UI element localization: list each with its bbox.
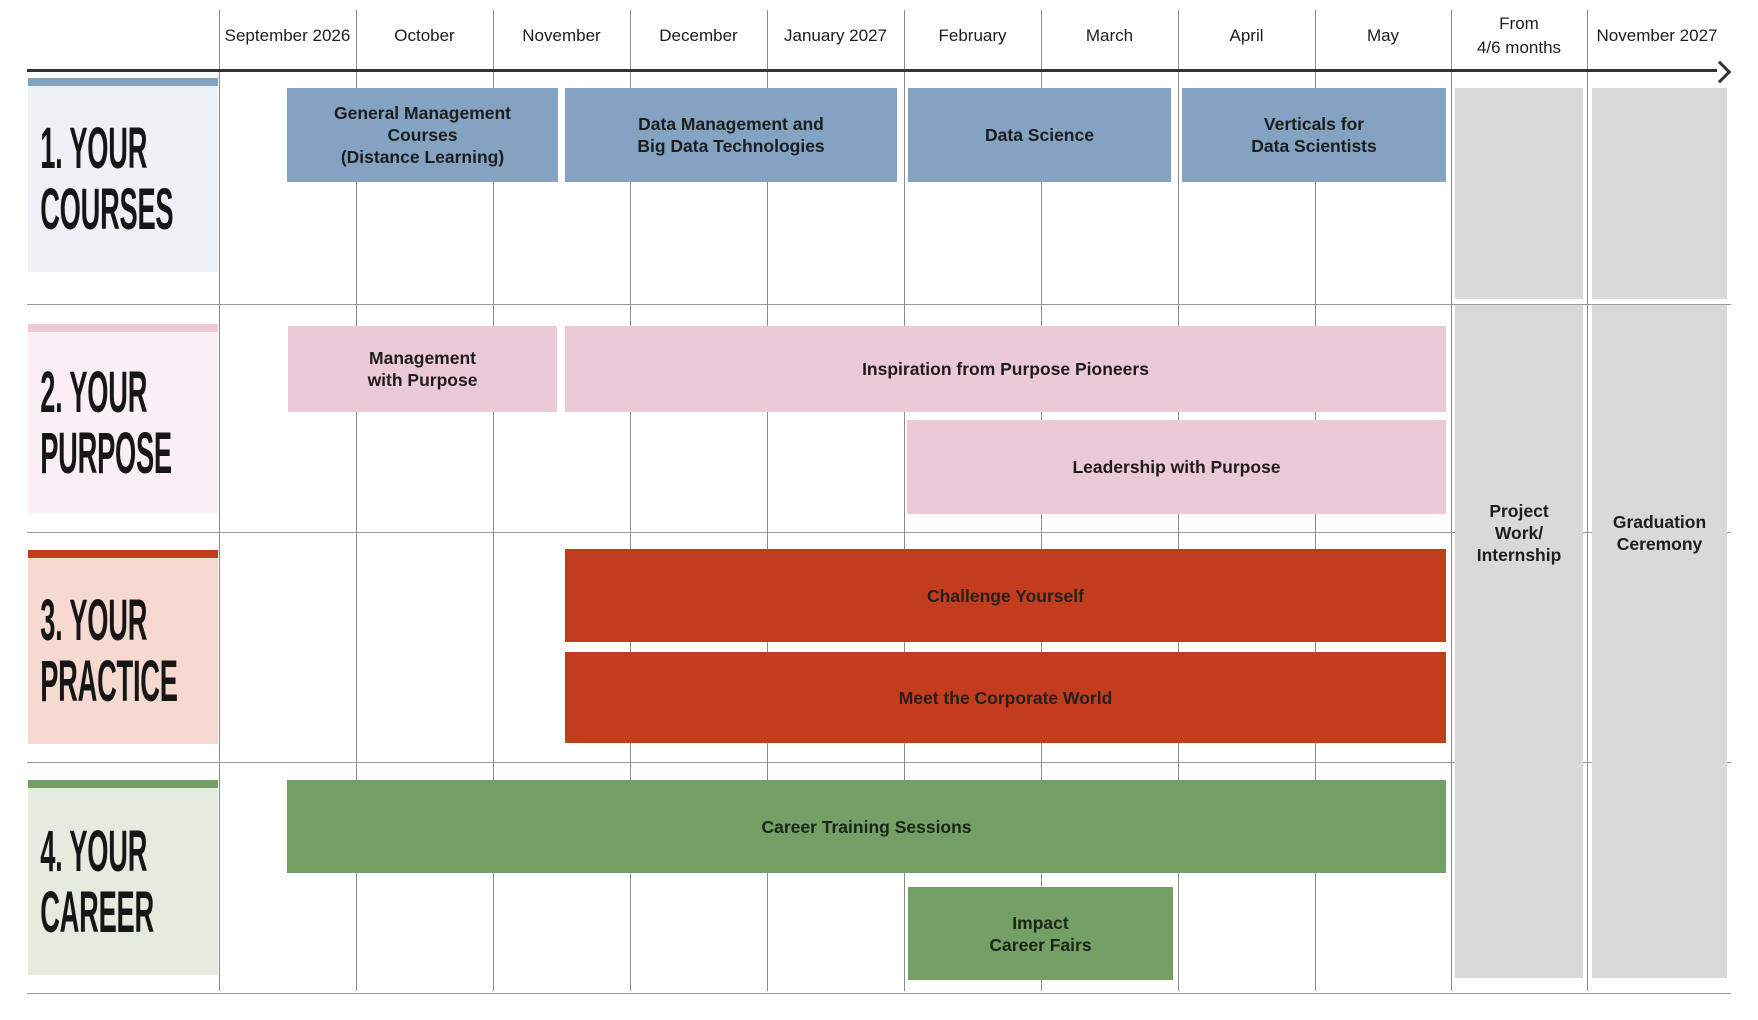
- row-label-practice: 3. YOUR PRACTICE: [28, 558, 218, 744]
- row-label-purpose: 2. YOUR PURPOSE: [28, 332, 218, 513]
- timeline-axis: [27, 69, 1717, 72]
- row-practice-strip: [28, 550, 218, 558]
- bar-data-management-big-data: Data Management and Big Data Technologie…: [565, 88, 897, 182]
- row-divider-line: [27, 532, 1731, 533]
- project-work-internship-label: Project Work/ Internship: [1476, 501, 1562, 565]
- bar-general-management-courses: General Management Courses (Distance Lea…: [287, 88, 558, 182]
- grid-line-november: [493, 10, 494, 991]
- row-career-strip: [28, 780, 218, 788]
- row-practice-title: 3. YOUR PRACTICE: [40, 588, 178, 714]
- month-label-april: April: [1229, 26, 1264, 45]
- row-purpose-strip: [28, 324, 218, 332]
- month-label-march: March: [1085, 26, 1134, 45]
- graduation-column-segment: [1592, 88, 1727, 299]
- row-courses-title: 1. YOUR COURSES: [40, 116, 174, 242]
- month-label-january: January 2027: [783, 26, 888, 45]
- bar-meet-the-corporate-world: Meet the Corporate World: [565, 652, 1446, 743]
- bar-challenge-yourself: Challenge Yourself: [565, 549, 1446, 642]
- month-label-september: September 2026: [224, 26, 351, 45]
- grid-line-december: [630, 10, 631, 991]
- project-work-column-segment: [1455, 88, 1583, 299]
- bar-leadership-with-purpose: Leadership with Purpose: [907, 420, 1446, 514]
- grid-line-september: [219, 10, 220, 991]
- month-label-november: November: [522, 26, 601, 45]
- month-label-december: December: [659, 26, 738, 45]
- grid-line-graduation: [1587, 10, 1588, 991]
- row-career-title: 4. YOUR CAREER: [40, 818, 154, 945]
- bar-career-training-sessions: Career Training Sessions: [287, 780, 1446, 873]
- grid-line-project-phase: [1451, 10, 1452, 991]
- project-work-column-segment: [1455, 305, 1583, 978]
- row-courses-strip: [28, 78, 218, 86]
- arrow-right-icon: [1708, 60, 1732, 83]
- row-purpose-title: 2. YOUR PURPOSE: [40, 359, 172, 486]
- bar-management-with-purpose: Management with Purpose: [288, 326, 557, 412]
- bar-verticals-for-data-scientists: Verticals for Data Scientists: [1182, 88, 1446, 182]
- bar-inspiration-from-purpose-pioneers: Inspiration from Purpose Pioneers: [565, 326, 1446, 412]
- bottom-boundary-line: [27, 993, 1731, 994]
- month-label-october: October: [394, 26, 455, 45]
- row-label-courses: 1. YOUR COURSES: [28, 86, 218, 272]
- grid-line-october: [356, 10, 357, 991]
- bar-impact-career-fairs: Impact Career Fairs: [908, 887, 1173, 980]
- column-label-november-2027: November 2027: [1596, 26, 1718, 45]
- grid-line-february: [904, 10, 905, 991]
- grid-line-january: [767, 10, 768, 991]
- row-divider-line: [27, 762, 1731, 763]
- column-label-from-4-6-months: From 4/6 months: [1476, 14, 1562, 57]
- graduation-ceremony-label: Graduation Ceremony: [1612, 512, 1707, 554]
- graduation-column-segment: [1592, 305, 1727, 978]
- month-label-february: February: [938, 26, 1007, 45]
- month-label-may: May: [1366, 26, 1400, 45]
- bar-data-science: Data Science: [908, 88, 1171, 182]
- row-label-career: 4. YOUR CAREER: [28, 788, 218, 975]
- row-divider-line: [27, 304, 1731, 305]
